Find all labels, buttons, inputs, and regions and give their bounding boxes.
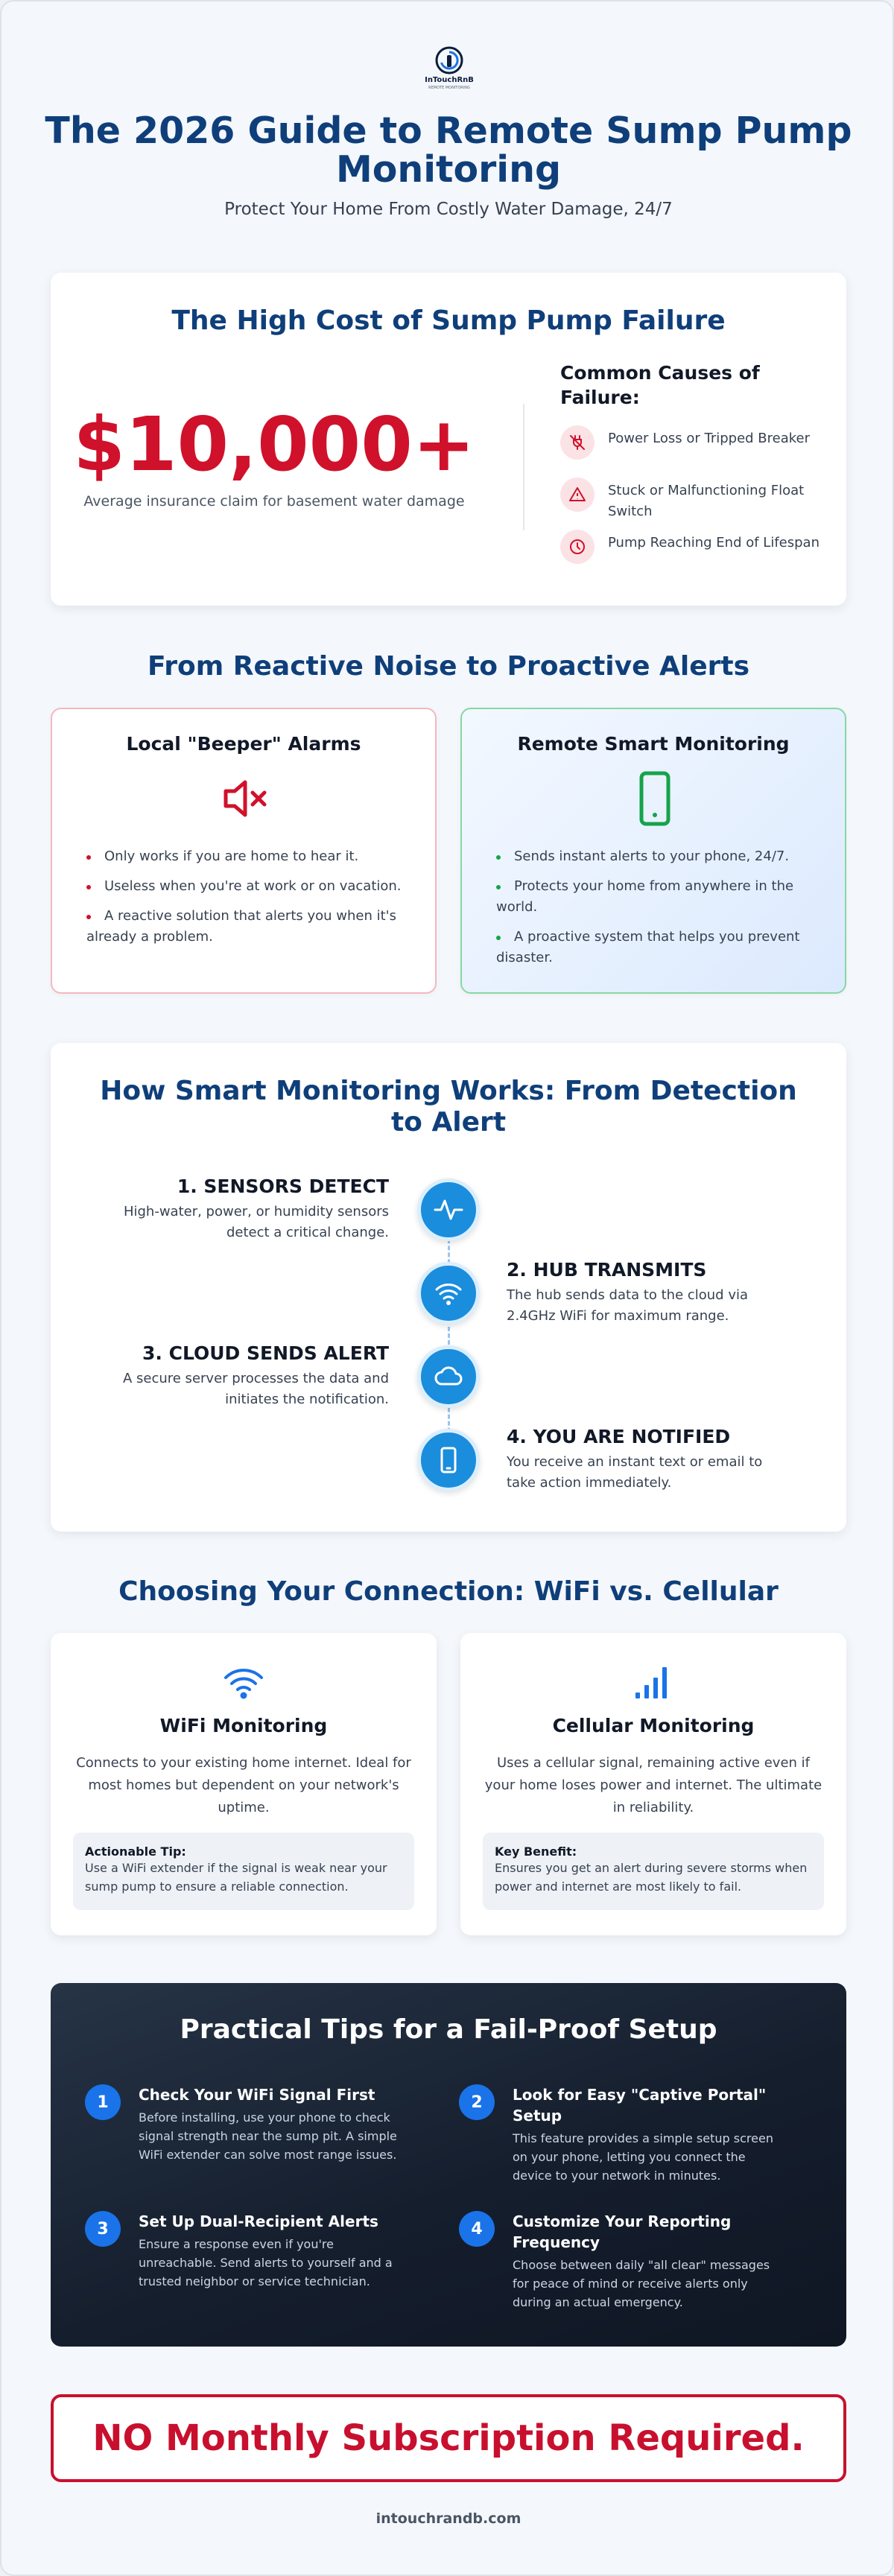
list-item: Sends instant alerts to your phone, 24/7…: [496, 846, 824, 867]
warning-icon: [560, 478, 595, 512]
step-title: 1. SENSORS DETECT: [177, 1176, 389, 1197]
tip-desc: Choose between daily "all clear" message…: [513, 2258, 770, 2309]
tip-text: Ensures you get an alert during severe s…: [495, 1861, 808, 1894]
clock-icon: [560, 530, 595, 564]
divider: [523, 404, 524, 530]
local-alarm-card: Local "Beeper" Alarms Only works if you …: [51, 708, 437, 994]
practical-tips-card: Practical Tips for a Fail-Proof Setup 1 …: [51, 1983, 846, 2347]
unplugged-icon: [560, 425, 595, 460]
step-title: 2. HUB TRANSMITS: [507, 1259, 707, 1281]
remote-monitoring-card: Remote Smart Monitoring Sends instant al…: [460, 708, 846, 994]
compare-title: From Reactive Noise to Proactive Alerts: [147, 651, 750, 682]
step-desc: The hub sends data to the cloud via 2.4G…: [507, 1287, 749, 1324]
brand-name: InTouchRnB: [425, 76, 474, 84]
list-item: A proactive system that helps you preven…: [496, 929, 800, 965]
tip-desc: Before installing, use your phone to che…: [139, 2110, 397, 2162]
list-item: A reactive solution that alerts you when…: [86, 908, 397, 945]
step-title: 3. CLOUD SENDS ALERT: [142, 1342, 389, 1364]
cause-item: Power Loss or Tripped Breaker: [560, 425, 828, 470]
no-subscription-banner: NO Monthly Subscription Required.: [51, 2394, 846, 2482]
wifi-title: WiFi Monitoring: [159, 1715, 328, 1736]
phone-icon: [417, 1429, 480, 1491]
cause-item: Pump Reaching End of Lifespan: [560, 530, 828, 574]
wifi-tip-box: Actionable Tip: Use a WiFi extender if t…: [73, 1833, 414, 1910]
cause-label: Power Loss or Tripped Breaker: [608, 431, 811, 446]
cloud-icon: [417, 1345, 480, 1408]
step-title: 4. YOU ARE NOTIFIED: [507, 1426, 731, 1447]
page-title: The 2026 Guide to Remote Sump Pump Monit…: [45, 110, 852, 191]
cause-item: Stuck or Malfunctioning Float Switch: [560, 478, 828, 522]
cellular-desc: Uses a cellular signal, remaining active…: [484, 1755, 822, 1815]
how-title: How Smart Monitoring Works: From Detecti…: [100, 1076, 797, 1138]
tip-title: Check Your WiFi Signal First: [139, 2086, 375, 2104]
list-item: Useless when you're at work or on vacati…: [86, 876, 414, 897]
banner-text: NO Monthly Subscription Required.: [92, 2417, 805, 2459]
tip-item: 1 Check Your WiFi Signal First Before in…: [85, 2084, 413, 2164]
tip-text: Use a WiFi extender if the signal is wea…: [85, 1861, 387, 1894]
footer-url[interactable]: intouchrandb.com: [375, 2510, 522, 2527]
how-it-works-card: How Smart Monitoring Works: From Detecti…: [51, 1043, 846, 1532]
cost-title: The High Cost of Sump Pump Failure: [171, 305, 726, 336]
logo-mark-icon: [435, 46, 463, 74]
tips-title: Practical Tips for a Fail-Proof Setup: [180, 2014, 717, 2045]
page-subtitle: Protect Your Home From Costly Water Dama…: [224, 200, 673, 219]
cellular-benefit-box: Key Benefit: Ensures you get an alert du…: [483, 1833, 824, 1910]
wifi-card: WiFi Monitoring Connects to your existin…: [51, 1633, 437, 1935]
tip-label: Actionable Tip:: [85, 1844, 186, 1859]
tip-item: 4 Customize Your Reporting Frequency Cho…: [459, 2211, 787, 2312]
brand-tagline: REMOTE MONITORING: [428, 86, 470, 90]
step-1: 1. SENSORS DETECT High-water, power, or …: [106, 1176, 389, 1243]
local-alarm-points: Only works if you are home to hear it. U…: [86, 846, 414, 957]
step-2: 2. HUB TRANSMITS The hub sends data to t…: [507, 1259, 790, 1327]
cause-label: Stuck or Malfunctioning Float Switch: [608, 483, 805, 519]
tip-title: Customize Your Reporting Frequency: [513, 2212, 732, 2251]
step-desc: You receive an instant text or email to …: [507, 1454, 763, 1491]
pulse-icon: [417, 1178, 480, 1241]
tip-desc: Ensure a response even if you're unreach…: [139, 2237, 393, 2288]
list-item: Only works if you are home to hear it.: [86, 846, 414, 867]
tip-number: 3: [85, 2211, 121, 2247]
brand-logo: InTouchRnB REMOTE MONITORING: [425, 46, 474, 92]
cellular-title: Cellular Monitoring: [552, 1715, 755, 1736]
tip-label: Key Benefit:: [495, 1844, 577, 1859]
cost-figure: $10,000+: [73, 401, 475, 488]
tip-item: 2 Look for Easy "Captive Portal" Setup T…: [459, 2084, 787, 2185]
step-3: 3. CLOUD SENDS ALERT A secure server pro…: [106, 1342, 389, 1410]
step-4: 4. YOU ARE NOTIFIED You receive an insta…: [507, 1426, 790, 1494]
cost-caption: Average insurance claim for basement wat…: [83, 493, 465, 510]
tip-desc: This feature provides a simple setup scr…: [513, 2131, 773, 2183]
timeline-line: [448, 1205, 450, 1466]
smartphone-icon: [639, 771, 670, 826]
step-desc: A secure server processes the data and i…: [122, 1371, 389, 1407]
tip-number: 1: [85, 2084, 121, 2120]
wifi-icon: [417, 1262, 480, 1325]
remote-monitoring-title: Remote Smart Monitoring: [517, 733, 790, 755]
cause-label: Pump Reaching End of Lifespan: [608, 535, 820, 551]
muted-speaker-icon: [224, 780, 267, 817]
step-desc: High-water, power, or humidity sensors d…: [123, 1204, 389, 1240]
cost-card: The High Cost of Sump Pump Failure $10,0…: [51, 273, 846, 606]
signal-bars-icon: [635, 1667, 667, 1698]
tip-number: 2: [459, 2084, 495, 2120]
local-alarm-title: Local "Beeper" Alarms: [126, 733, 361, 755]
tip-title: Set Up Dual-Recipient Alerts: [139, 2212, 378, 2230]
connection-title: Choosing Your Connection: WiFi vs. Cellu…: [118, 1576, 779, 1607]
causes-title: Common Causes of Failure:: [560, 362, 760, 408]
tip-title: Look for Easy "Captive Portal" Setup: [513, 2086, 767, 2125]
tip-item: 3 Set Up Dual-Recipient Alerts Ensure a …: [85, 2211, 413, 2291]
cellular-card: Cellular Monitoring Uses a cellular sign…: [460, 1633, 846, 1935]
tip-number: 4: [459, 2211, 495, 2247]
wifi-desc: Connects to your existing home internet.…: [76, 1755, 411, 1815]
remote-monitoring-points: Sends instant alerts to your phone, 24/7…: [496, 846, 824, 977]
list-item: Protects your home from anywhere in the …: [496, 878, 794, 915]
wifi-icon: [224, 1669, 263, 1699]
